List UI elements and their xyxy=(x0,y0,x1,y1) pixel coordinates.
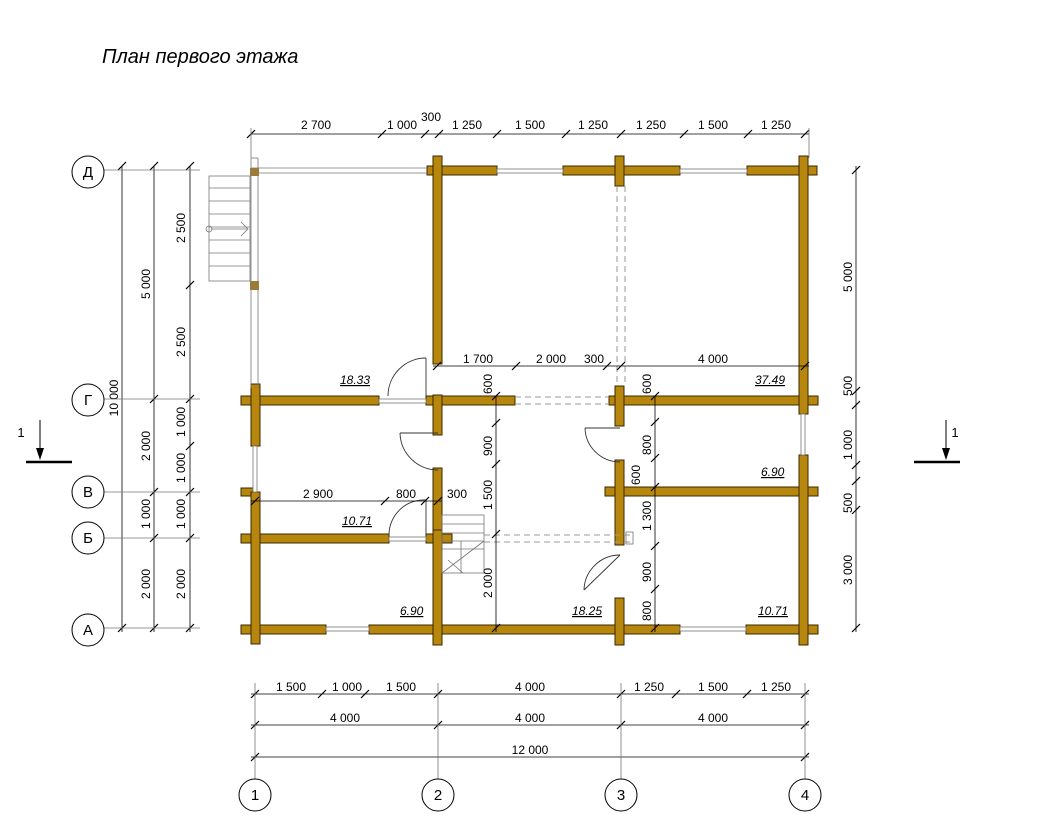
dimension-bottom: 1 500 1 000 1 500 4 000 1 250 1 500 1 25… xyxy=(250,680,810,779)
svg-text:10 000: 10 000 xyxy=(107,379,121,416)
room-area-bottom-right: 10.71 xyxy=(758,604,788,618)
svg-text:600: 600 xyxy=(481,374,495,394)
svg-text:600: 600 xyxy=(629,465,643,485)
svg-text:900: 900 xyxy=(481,436,495,456)
axis-1: 1 xyxy=(251,787,259,804)
svg-text:5 000: 5 000 xyxy=(841,262,855,292)
svg-text:1 500: 1 500 xyxy=(698,680,728,694)
svg-text:300: 300 xyxy=(584,352,604,366)
svg-text:1 000: 1 000 xyxy=(174,407,188,437)
axis-bubbles-rows: Д Г В Б А xyxy=(71,155,105,647)
terrace xyxy=(250,157,427,388)
svg-text:1 250: 1 250 xyxy=(761,118,791,132)
svg-text:2 900: 2 900 xyxy=(303,487,333,501)
svg-text:1 500: 1 500 xyxy=(515,118,545,132)
dimension-top: 2 700 1 000 300 1 250 1 500 1 250 1 250 … xyxy=(246,110,810,158)
svg-text:1 250: 1 250 xyxy=(452,118,482,132)
svg-text:1 000: 1 000 xyxy=(841,430,855,460)
svg-text:4 000: 4 000 xyxy=(515,711,545,725)
svg-text:2 000: 2 000 xyxy=(139,569,153,599)
dimension-inner-col3: 600 800 600 1 300 900 800 xyxy=(629,374,660,633)
dimension-inner-col2: 600 900 1 500 2 000 xyxy=(481,374,501,633)
svg-text:12 000: 12 000 xyxy=(512,743,549,757)
svg-text:2 000: 2 000 xyxy=(139,431,153,461)
svg-text:1 250: 1 250 xyxy=(636,118,666,132)
svg-text:1 000: 1 000 xyxy=(174,499,188,529)
axis-B: Б xyxy=(83,530,93,547)
room-area-terrace: 18.33 xyxy=(340,373,370,387)
svg-text:1 000: 1 000 xyxy=(139,499,153,529)
svg-text:4 000: 4 000 xyxy=(698,711,728,725)
svg-text:1 300: 1 300 xyxy=(640,501,654,531)
svg-text:1: 1 xyxy=(17,425,24,440)
svg-text:800: 800 xyxy=(640,435,654,455)
svg-text:4 000: 4 000 xyxy=(330,711,360,725)
axis-3: 3 xyxy=(617,787,625,804)
svg-text:1 500: 1 500 xyxy=(481,480,495,510)
svg-text:500: 500 xyxy=(841,493,855,513)
svg-text:1 500: 1 500 xyxy=(386,680,416,694)
svg-text:800: 800 xyxy=(396,487,416,501)
svg-text:1 000: 1 000 xyxy=(387,118,417,132)
svg-text:2 700: 2 700 xyxy=(301,118,331,132)
svg-text:1 500: 1 500 xyxy=(698,118,728,132)
windows xyxy=(252,168,806,632)
svg-text:300: 300 xyxy=(447,487,467,501)
axis-A: А xyxy=(83,622,93,639)
svg-text:1 250: 1 250 xyxy=(634,680,664,694)
open-beams xyxy=(484,186,634,545)
axis-V: В xyxy=(83,484,93,501)
axis-G: Г xyxy=(84,392,92,409)
svg-text:4 000: 4 000 xyxy=(698,352,728,366)
svg-text:3 000: 3 000 xyxy=(841,555,855,585)
room-area-small: 6.90 xyxy=(761,465,785,479)
svg-text:4 000: 4 000 xyxy=(515,680,545,694)
svg-text:1 700: 1 700 xyxy=(463,352,493,366)
doors xyxy=(387,357,621,591)
room-area-hall: 18.25 xyxy=(572,604,602,618)
dimension-right: 5 000 500 1 000 500 3 000 xyxy=(841,165,861,633)
interior-staircase xyxy=(441,514,485,574)
svg-text:900: 900 xyxy=(640,562,654,582)
walls xyxy=(240,155,819,646)
svg-text:2 500: 2 500 xyxy=(174,213,188,243)
svg-text:1 000: 1 000 xyxy=(174,453,188,483)
svg-text:2 000: 2 000 xyxy=(481,568,495,598)
room-area-bottom-left: 6.90 xyxy=(400,604,424,618)
dimension-inner-mid: 2 900 800 300 xyxy=(250,487,467,506)
plan-title: План первого этажа xyxy=(102,46,298,68)
dimension-left: 2 500 2 500 1 000 1 000 1 000 2 000 5 00… xyxy=(104,161,200,633)
svg-text:5 000: 5 000 xyxy=(139,269,153,299)
svg-text:600: 600 xyxy=(640,374,654,394)
dimension-inner-top: 1 700 2 000 300 4 000 xyxy=(432,352,810,371)
room-areas: 18.33 37.49 6.90 10.71 6.90 18.25 10.71 xyxy=(340,373,788,618)
svg-text:1 250: 1 250 xyxy=(761,680,791,694)
svg-text:500: 500 xyxy=(841,376,855,396)
svg-text:800: 800 xyxy=(640,601,654,621)
axis-2: 2 xyxy=(434,787,442,804)
room-area-living: 37.49 xyxy=(755,373,785,387)
svg-text:2 000: 2 000 xyxy=(174,569,188,599)
svg-text:2 000: 2 000 xyxy=(536,352,566,366)
section-mark-right: 1 xyxy=(914,420,960,464)
section-mark-left: 1 xyxy=(17,420,72,464)
svg-text:1: 1 xyxy=(951,425,958,440)
svg-text:1 500: 1 500 xyxy=(276,680,306,694)
porch-stairs xyxy=(205,175,251,282)
room-area-bedroom-left: 10.71 xyxy=(342,514,372,528)
axis-4: 4 xyxy=(801,787,809,804)
svg-text:300: 300 xyxy=(421,110,441,124)
svg-text:1 250: 1 250 xyxy=(578,118,608,132)
svg-text:2 500: 2 500 xyxy=(174,327,188,357)
svg-text:1 000: 1 000 xyxy=(332,680,362,694)
axis-bubbles-columns: 1 2 3 4 xyxy=(238,778,822,812)
axis-D: Д xyxy=(83,164,93,181)
